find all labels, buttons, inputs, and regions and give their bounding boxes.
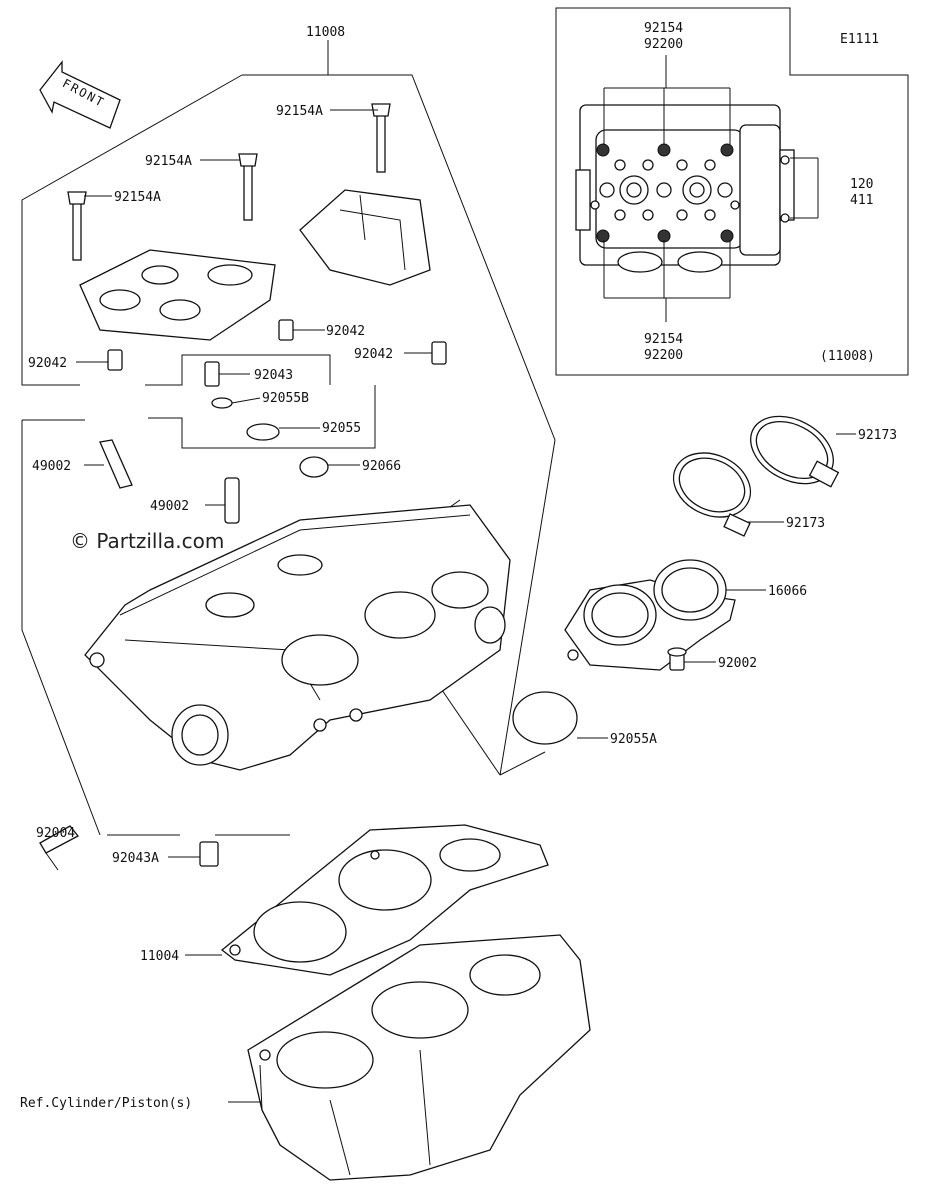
inset-side-label-2: 411 xyxy=(850,193,873,208)
inset-top-view: E1111 xyxy=(555,7,909,376)
label-ref-cylinder: Ref.Cylinder/Piston(s) xyxy=(20,1096,192,1111)
valve-guides xyxy=(99,439,240,524)
leader-lines xyxy=(45,109,856,1103)
diagram-code: E1111 xyxy=(840,32,879,47)
inset-top-label-2: 92200 xyxy=(644,37,683,52)
throttle-body-holder xyxy=(564,559,736,671)
label-92154a-3: 92154A xyxy=(114,190,161,205)
cylinder-head xyxy=(84,504,511,771)
oring-92055a xyxy=(512,691,578,745)
label-92042-right: 92042 xyxy=(354,347,393,362)
label-92042-left: 92042 xyxy=(28,356,67,371)
bolts xyxy=(67,103,391,261)
watermark: © Partzilla.com xyxy=(70,529,224,553)
label-49002-2: 49002 xyxy=(150,499,189,514)
label-11008: 11008 xyxy=(306,25,345,40)
label-92043a: 92043A xyxy=(112,851,159,866)
inset-ref-label: (11008) xyxy=(820,349,875,364)
label-92173-1: 92173 xyxy=(858,428,897,443)
camshaft-cap-left xyxy=(79,249,276,341)
label-92055a: 92055A xyxy=(610,732,657,747)
inset-side-label-1: 120 xyxy=(850,177,873,192)
label-92042-mid: 92042 xyxy=(326,324,365,339)
inset-leaders xyxy=(603,55,819,322)
camshaft-cap-right xyxy=(299,189,431,286)
label-92173-2: 92173 xyxy=(786,516,825,531)
label-92055: 92055 xyxy=(322,421,361,436)
label-92043: 92043 xyxy=(254,368,293,383)
head-assembly-outline xyxy=(21,40,556,836)
stud-bolt xyxy=(39,825,79,854)
label-16066: 16066 xyxy=(768,584,807,599)
dowel-pins xyxy=(107,319,447,867)
cylinder-block xyxy=(247,934,591,1181)
label-11004: 11004 xyxy=(140,949,179,964)
label-92004: 92004 xyxy=(36,826,75,841)
inset-head-illustration xyxy=(575,104,795,273)
clamp-bands xyxy=(672,415,840,537)
inset-bottom-label-1: 92154 xyxy=(644,332,683,347)
label-92154a-1: 92154A xyxy=(276,104,323,119)
inset-bottom-label-2: 92200 xyxy=(644,348,683,363)
screw-92002 xyxy=(667,647,687,671)
label-92002: 92002 xyxy=(718,656,757,671)
label-92055b: 92055B xyxy=(262,391,309,406)
head-gasket xyxy=(220,824,549,976)
label-49002-1: 49002 xyxy=(32,459,71,474)
inset-top-label-1: 92154 xyxy=(644,21,683,36)
label-92154a-2: 92154A xyxy=(145,154,192,169)
front-arrow: FRONT xyxy=(39,60,121,129)
label-92066: 92066 xyxy=(362,459,401,474)
